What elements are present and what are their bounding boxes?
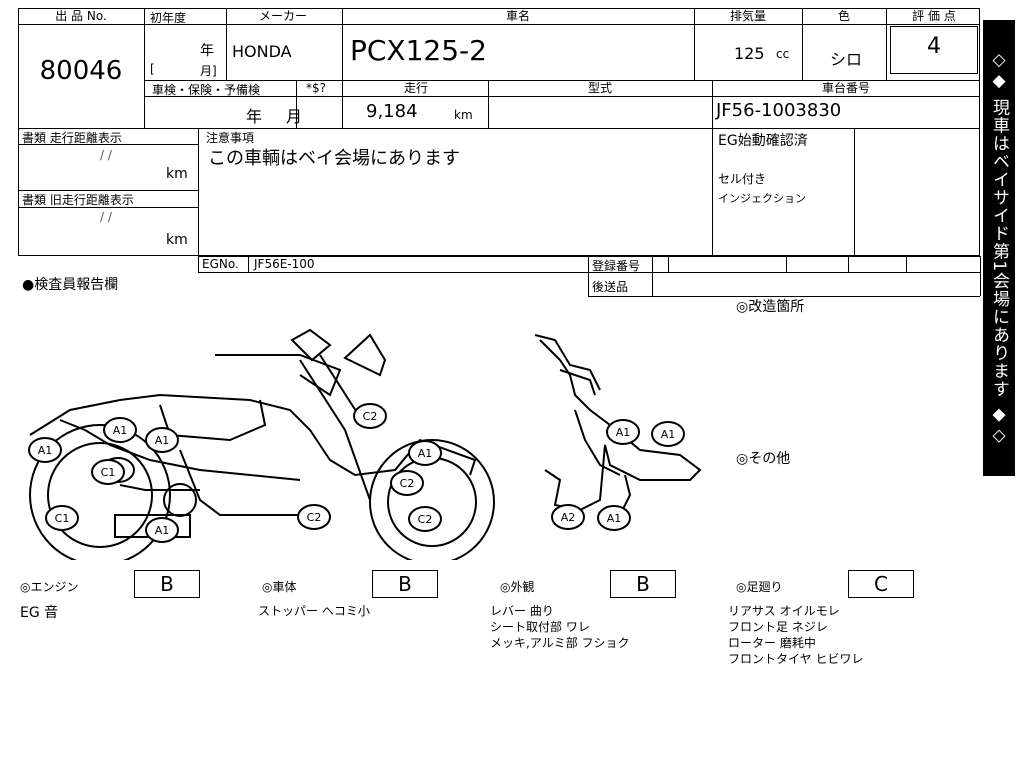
svg-text:A1: A1 (607, 512, 622, 525)
svg-text:A1: A1 (155, 434, 170, 447)
damage-mark: A1 (597, 505, 631, 531)
exterior-note-3: メッキ,アルミ部 フショク (490, 636, 630, 650)
score-box (890, 26, 978, 74)
suspension-note-3: ローター 磨耗中 (728, 636, 816, 650)
svg-text:A1: A1 (38, 444, 53, 457)
suspension-grade: C (848, 570, 914, 598)
mileage-value: 9,184 (366, 101, 418, 122)
svg-text:C2: C2 (363, 410, 378, 423)
doc-mileage-slashes: / / (100, 148, 112, 162)
doc-mileage-unit: km (166, 166, 188, 182)
damage-mark: A1 (606, 419, 640, 445)
svg-text:C2: C2 (400, 477, 415, 490)
shipping-label: 後送品 (592, 280, 629, 294)
doc-old-mileage-slashes: / / (100, 210, 112, 224)
frame-no-label: 車台番号 (821, 81, 870, 95)
damage-mark: A1 (408, 440, 442, 466)
damage-mark: A1 (145, 517, 179, 543)
body-note-1: ストッパー ヘコミ小 (258, 604, 370, 618)
doc-old-mileage-label: 書類 旧走行距離表示 (22, 193, 134, 207)
damage-mark: A2 (551, 504, 585, 530)
svg-text:A1: A1 (113, 424, 128, 437)
svg-text:C1: C1 (55, 512, 70, 525)
type-label: 型式 (587, 81, 612, 95)
suspension-grade-label: ◎足廻り (736, 580, 783, 594)
doc-old-mileage-unit: km (166, 232, 188, 248)
damage-mark: C1 (45, 505, 79, 531)
damage-mark: A1 (103, 417, 137, 443)
notes-text: この車輌はベイ会場にあります (208, 148, 460, 169)
registration-label: 登録番号 (592, 259, 641, 273)
color-label: 色 (837, 9, 850, 23)
inspector-report-label: ●検査員報告欄 (22, 277, 119, 293)
first-reg-month: 月] (200, 64, 217, 78)
damage-mark: A1 (28, 437, 62, 463)
engine-start-confirmed: EG始動確認済 (718, 133, 808, 149)
first-reg-label: 初年度 (150, 11, 187, 25)
svg-text:A1: A1 (616, 426, 631, 439)
exterior-grade-label: ◎外観 (500, 580, 535, 594)
modification-label: ◎改造箇所 (736, 299, 805, 315)
frame-no-value: JF56-1003830 (716, 100, 842, 121)
svg-text:C2: C2 (307, 511, 322, 524)
eg-no-value: JF56E-100 (254, 257, 315, 271)
body-grade: B (372, 570, 438, 598)
model-name-value: PCX125-2 (350, 34, 487, 67)
mileage-unit: km (454, 108, 473, 122)
notes-label: 注意事項 (206, 131, 255, 145)
exterior-note-1: レバー 曲り (490, 604, 554, 618)
location-banner: ◇◆ 現車はベイサイド第1会場にあります ◆◇ (983, 20, 1015, 476)
doc-mileage-label: 書類 走行距離表示 (22, 131, 122, 145)
svg-text:A1: A1 (418, 447, 433, 460)
damage-mark: A1 (651, 421, 685, 447)
maker-label: メーカー (258, 9, 307, 23)
score-value: 4 (927, 34, 941, 59)
score-label: 評 価 点 (912, 9, 956, 23)
engine-note-1: EG 音 (20, 605, 59, 621)
exterior-grade: B (610, 570, 676, 598)
damage-mark: C2 (390, 470, 424, 496)
displacement-value: 125 (734, 44, 765, 63)
exterior-note-2: シート取付部 ワレ (490, 620, 590, 634)
mileage-label: 走行 (403, 81, 428, 95)
body-grade-label: ◎車体 (262, 580, 297, 594)
eg-no-label: EGNo. (202, 257, 239, 271)
engine-injection: インジェクション (718, 192, 806, 205)
displacement-unit: cc (776, 47, 790, 61)
inspection-year: 年 (246, 107, 263, 126)
first-reg-bracket: [ (150, 62, 155, 76)
inspection-month: 月 (286, 107, 303, 126)
sw-label: *$? (306, 81, 327, 95)
model-name-label: 車名 (505, 9, 530, 23)
damage-mark: C2 (408, 506, 442, 532)
damage-mark: C1 (91, 459, 125, 485)
svg-text:C2: C2 (418, 513, 433, 526)
inspection-label: 車検・保険・予備検 (152, 83, 261, 97)
damage-mark: C2 (353, 403, 387, 429)
engine-grade-label: ◎エンジン (20, 580, 79, 594)
svg-text:A1: A1 (661, 428, 676, 441)
damage-mark: A1 (145, 427, 179, 453)
first-reg-year: 年 (200, 43, 214, 59)
engine-grade: B (134, 570, 200, 598)
svg-text:A1: A1 (155, 524, 170, 537)
other-label: ◎その他 (736, 451, 791, 467)
engine-cell-starter: セル付き (718, 172, 767, 186)
header-table (18, 8, 980, 256)
damage-mark: C2 (297, 504, 331, 530)
suspension-note-2: フロント足 ネジレ (728, 620, 828, 634)
svg-text:A2: A2 (561, 511, 576, 524)
color-value: シロ (830, 50, 863, 69)
maker-value: HONDA (232, 42, 292, 61)
svg-text:C1: C1 (101, 466, 116, 479)
motorcycle-diagram: A1A1A1A1C1C1A1C2A1C2C2C2A1A1A2A1 (28, 328, 702, 560)
lot-number: 80046 (39, 56, 123, 86)
suspension-note-1: リアサス オイルモレ (728, 604, 840, 618)
suspension-note-4: フロントタイヤ ヒビワレ (728, 652, 864, 666)
displacement-label: 排気量 (729, 9, 766, 23)
lot-no-label: 出 品 No. (18, 8, 145, 25)
